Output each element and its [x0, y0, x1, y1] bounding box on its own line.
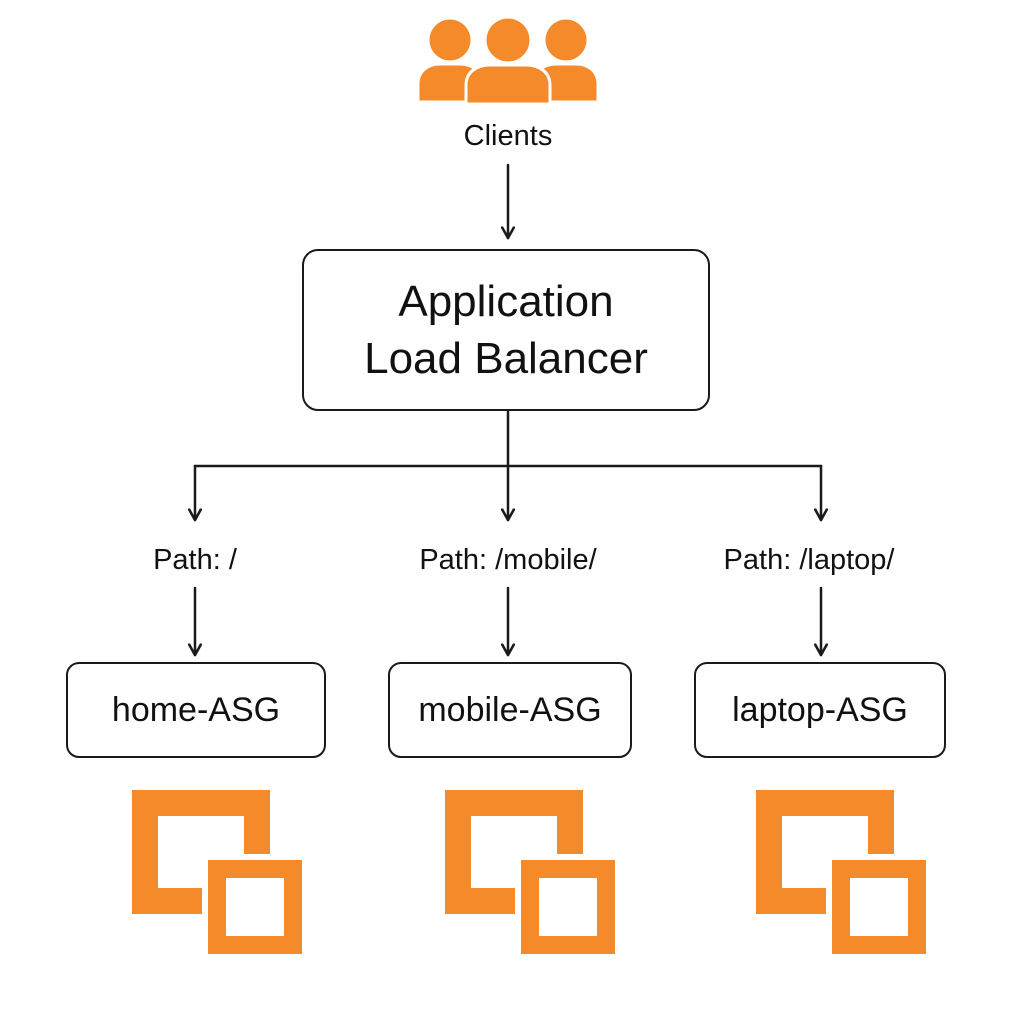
ec2-instances-icon-laptop: [756, 790, 930, 958]
path-label-home: Path: /: [153, 544, 237, 576]
asg-box-home: home-ASG: [66, 662, 326, 758]
ec2-instances-icon-home: [132, 790, 306, 958]
asg-label-mobile: mobile-ASG: [418, 691, 602, 729]
asg-box-mobile: mobile-ASG: [388, 662, 632, 758]
application-load-balancer-box: Application Load Balancer: [302, 249, 710, 411]
ec2-instances-icon-mobile: [445, 790, 619, 958]
users-group-icon: [416, 15, 600, 106]
asg-box-laptop: laptop-ASG: [694, 662, 946, 758]
asg-label-laptop: laptop-ASG: [732, 691, 908, 729]
path-label-mobile: Path: /mobile/: [419, 544, 597, 576]
path-label-laptop: Path: /laptop/: [723, 544, 895, 576]
clients-label: Clients: [463, 120, 553, 152]
asg-label-home: home-ASG: [111, 691, 281, 729]
alb-title-line-1: Application: [398, 277, 614, 326]
alb-title-line-2: Load Balancer: [364, 334, 648, 383]
